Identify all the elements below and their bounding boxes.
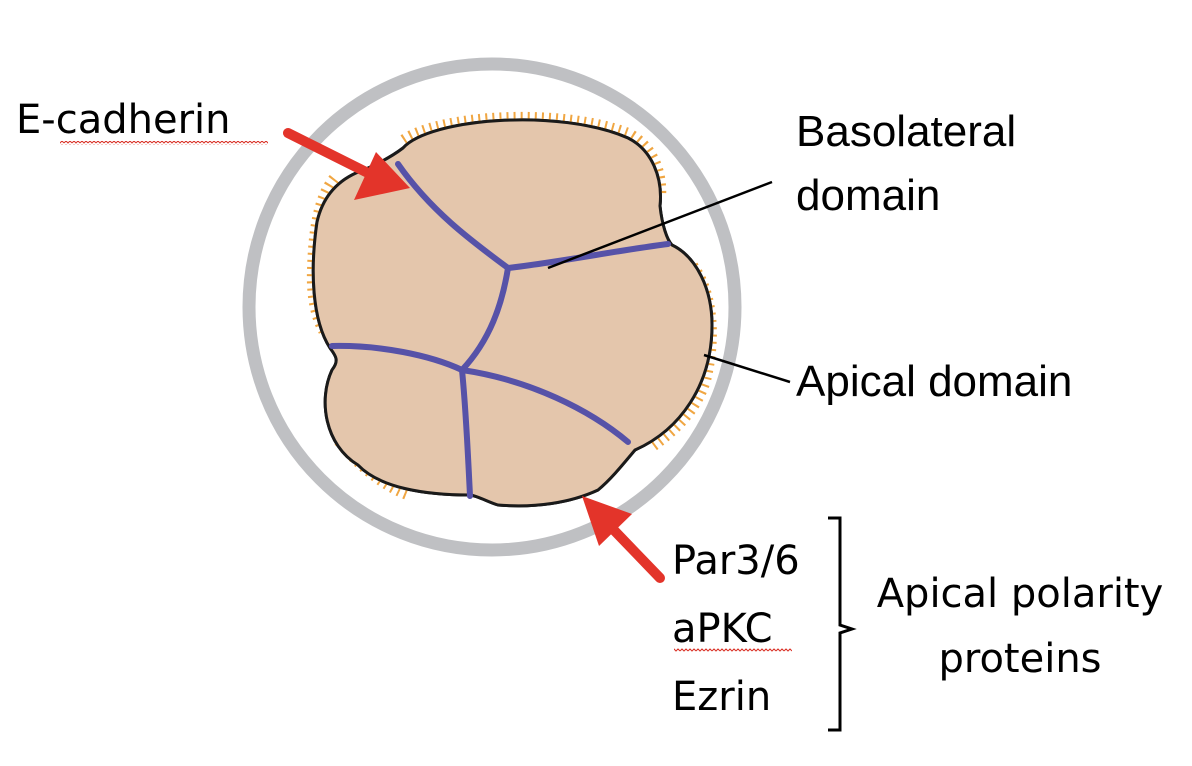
basolateral-label-line1: Basolateral [796,107,1016,156]
basolateral-leader-line [547,180,773,270]
junction-lower-right [459,367,631,445]
junction-center [459,265,511,373]
junction-lower [459,367,473,499]
protein-apkc-label: aPKC [672,606,773,652]
e-cadherin-spellcheck-underline [60,141,268,145]
apical-proteins-arrow [582,496,665,583]
protein-par-label: Par3/6 [672,538,800,584]
e-cadherin-label: E-cadherin [16,97,230,143]
protein-bracket [828,516,857,732]
apical-polarity-label-line1: Apical polarity [877,571,1164,617]
basolateral-label-line2: domain [796,171,940,220]
apical-leader-line [703,353,791,384]
apical-domain-label: Apical domain [796,357,1072,406]
apkc-spellcheck-underline [674,648,792,652]
junction-right [505,241,671,271]
capsule-ring [242,57,742,557]
cell-junctions [329,161,671,499]
apical-polarity-label-line2: proteins [938,636,1101,682]
junction-top [395,161,511,271]
junction-left [329,342,465,373]
e-cadherin-arrow [283,128,410,200]
protein-ezrin-label: Ezrin [672,674,771,720]
